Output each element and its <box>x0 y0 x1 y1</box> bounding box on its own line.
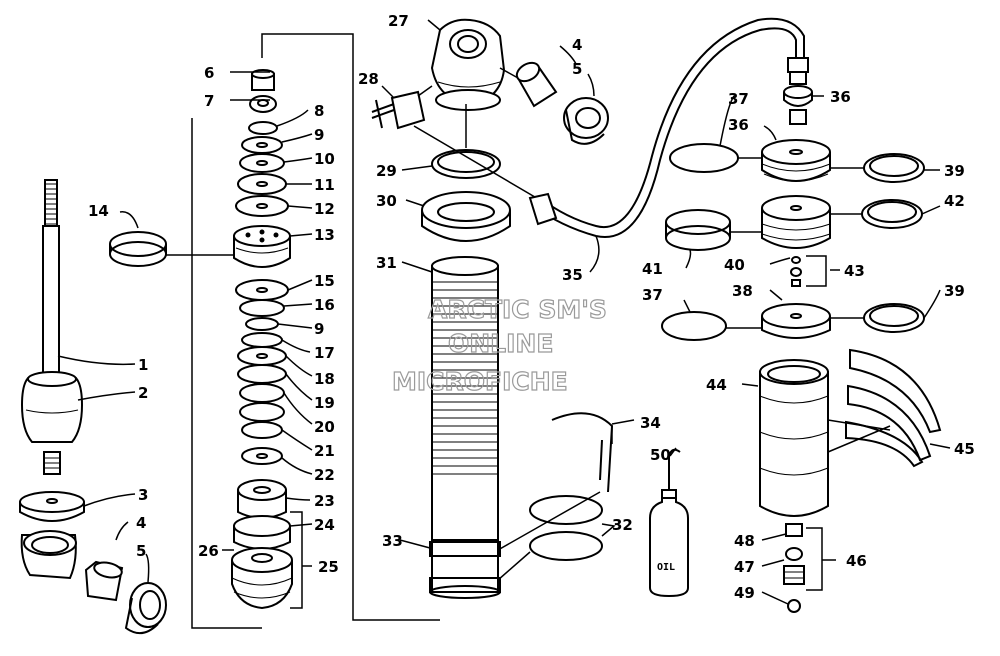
callout-4b: 4 <box>572 36 582 54</box>
callout-5a: 5 <box>136 542 146 560</box>
callout-26: 26 <box>198 542 219 560</box>
callout-31: 31 <box>376 254 397 272</box>
callout-32: 32 <box>612 516 633 534</box>
callout-10: 10 <box>314 150 335 168</box>
callout-39a: 39 <box>944 162 965 180</box>
callout-1: 1 <box>138 356 148 374</box>
callout-27: 27 <box>388 12 409 30</box>
callout-22: 22 <box>314 466 335 484</box>
callout-23: 23 <box>314 492 335 510</box>
callout-24: 24 <box>314 516 335 534</box>
watermark: ARCTIC SM'S ONLINE MICROFICHE <box>391 294 607 396</box>
body-assembly <box>371 17 805 599</box>
callout-14: 14 <box>88 202 109 220</box>
valve-stack <box>166 33 440 629</box>
callout-36a: 36 <box>830 88 851 106</box>
callout-21: 21 <box>314 442 335 460</box>
callout-11: 11 <box>314 176 335 194</box>
callout-39b: 39 <box>944 282 965 300</box>
callout-28: 28 <box>358 70 379 88</box>
callout-25: 25 <box>318 558 339 576</box>
callout-35: 35 <box>562 266 583 284</box>
callout-44: 44 <box>706 376 727 394</box>
callout-33: 33 <box>382 532 403 550</box>
callout-46: 46 <box>846 552 867 570</box>
callout-13: 13 <box>314 226 335 244</box>
callout-15: 15 <box>314 272 335 290</box>
callout-9a: 9 <box>314 126 324 144</box>
callouts: 1 2 3 4 5 14 6 7 8 9 10 11 12 13 15 16 9… <box>88 12 975 602</box>
callout-37a: 37 <box>728 90 749 108</box>
callout-42: 42 <box>944 192 965 210</box>
callout-4a: 4 <box>136 514 146 532</box>
watermark-line-3: MICROFICHE <box>392 367 568 396</box>
callout-36b: 36 <box>728 116 749 134</box>
callout-34: 34 <box>640 414 661 432</box>
callout-7: 7 <box>204 92 214 110</box>
callout-16: 16 <box>314 296 335 314</box>
callout-3: 3 <box>138 486 148 504</box>
callout-6: 6 <box>204 64 214 82</box>
callout-30: 30 <box>376 192 397 210</box>
callout-41: 41 <box>642 260 663 278</box>
callout-12: 12 <box>314 200 335 218</box>
callout-50: 50 <box>650 446 671 464</box>
callout-20: 20 <box>314 418 335 436</box>
callout-2: 2 <box>138 384 148 402</box>
callout-19: 19 <box>314 394 335 412</box>
callout-37b: 37 <box>642 286 663 304</box>
callout-49: 49 <box>734 584 755 602</box>
callout-43: 43 <box>844 262 865 280</box>
callout-40: 40 <box>724 256 745 274</box>
reservoir-assembly <box>661 57 942 613</box>
callout-29: 29 <box>376 162 397 180</box>
callout-45: 45 <box>954 440 975 458</box>
oil-bottle-label: OIL <box>657 562 675 573</box>
watermark-line-2: ONLINE <box>448 329 553 358</box>
watermark-line-1: ARCTIC SM'S <box>428 295 607 324</box>
callout-47: 47 <box>734 558 755 576</box>
callout-5b: 5 <box>572 60 582 78</box>
leader-lines <box>57 19 951 605</box>
callout-18: 18 <box>314 370 335 388</box>
callout-38: 38 <box>732 282 753 300</box>
shaft-assembly <box>19 179 167 635</box>
callout-17: 17 <box>314 344 335 362</box>
callout-48: 48 <box>734 532 755 550</box>
callout-8: 8 <box>314 102 324 120</box>
callout-9b: 9 <box>314 320 324 338</box>
